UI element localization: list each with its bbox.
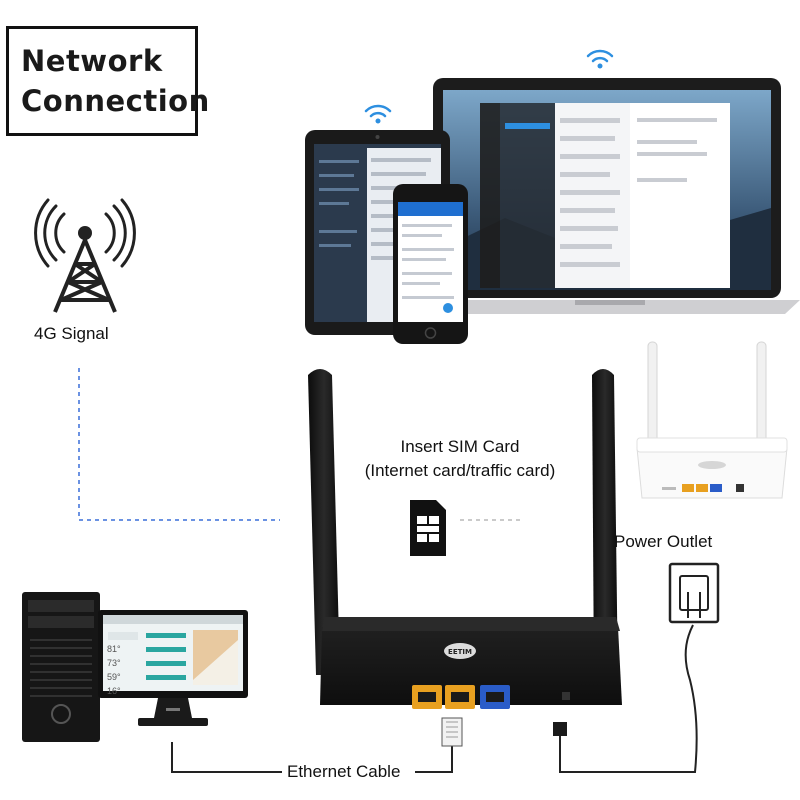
- sim-label-line-2: (Internet card/traffic card): [364, 461, 556, 480]
- router-device: EETIM: [308, 369, 622, 709]
- monitor-temp-list: 81° 73° 59° 16°: [107, 642, 121, 698]
- white-router-photo: [636, 341, 788, 499]
- signal-label: 4G Signal: [34, 324, 109, 343]
- phone-device: [393, 184, 468, 344]
- title-line-2: Connection: [21, 84, 210, 118]
- monitor-temp-1: 81°: [107, 644, 121, 654]
- monitor-temp-2: 73°: [107, 658, 121, 668]
- monitor-temp-3: 59°: [107, 672, 121, 682]
- wifi-icon-tablet: [364, 104, 392, 124]
- monitor-device: [98, 610, 248, 726]
- sim-label-line-1: Insert SIM Card: [400, 437, 520, 456]
- ethernet-cable-label: Ethernet Cable: [287, 762, 401, 781]
- laptop-device: [425, 78, 800, 314]
- wifi-icon-laptop: [586, 49, 614, 69]
- svg-text:EETIM: EETIM: [448, 648, 472, 656]
- cell-tower-icon: [34, 198, 136, 313]
- power-outlet-label: Power Outlet: [614, 532, 713, 551]
- sim-card-icon: [410, 500, 446, 556]
- title-line-1: Network: [21, 44, 163, 78]
- rj45-plug-icon: [441, 717, 463, 747]
- power-outlet-icon: [668, 562, 720, 624]
- sim-card-label: Insert SIM Card (Internet card/traffic c…: [350, 435, 570, 483]
- monitor-temp-4: 16°: [107, 686, 121, 696]
- title-box: Network Connection: [6, 26, 210, 136]
- desktop-tower: [22, 592, 100, 742]
